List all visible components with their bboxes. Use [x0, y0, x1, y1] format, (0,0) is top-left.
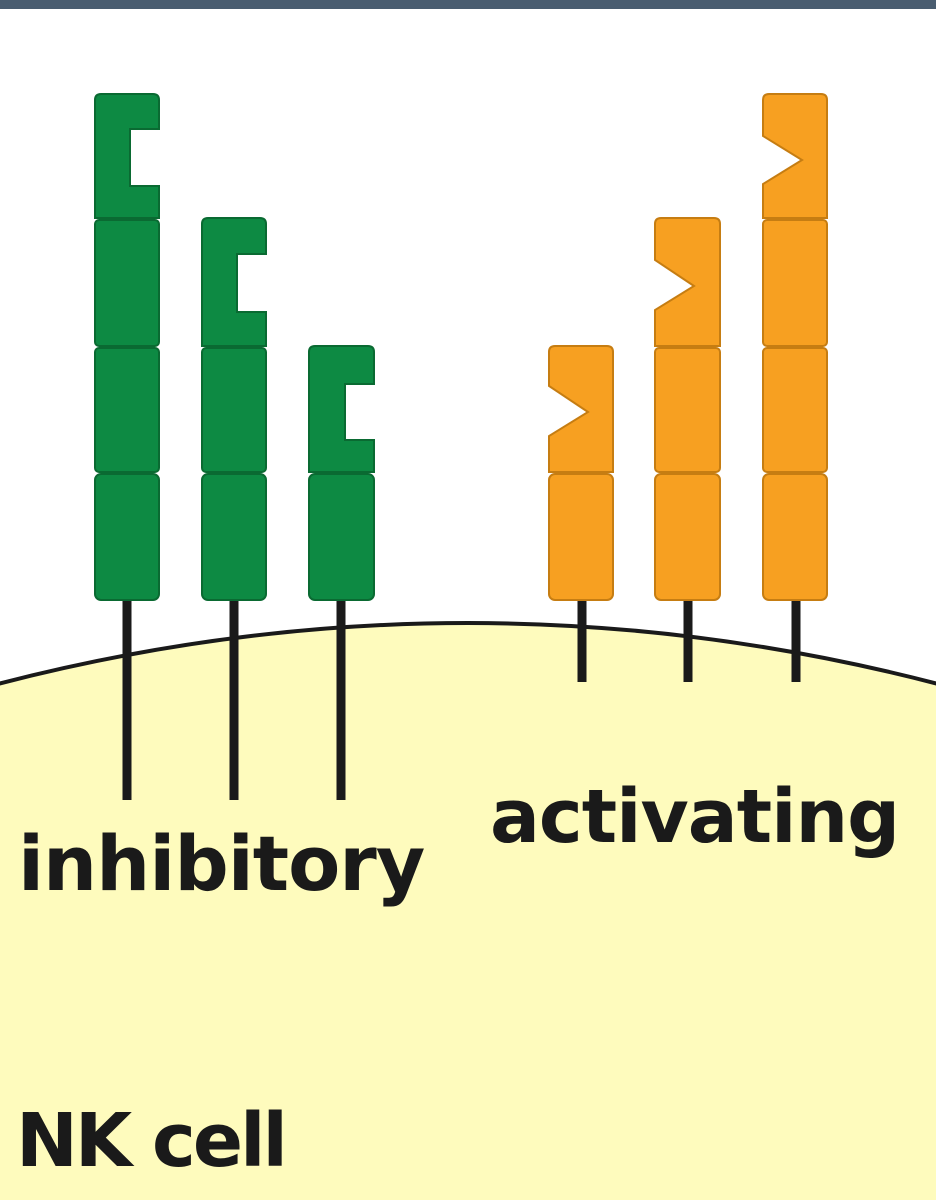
- nk-cell-label: NK cell: [16, 1098, 288, 1184]
- v-notch-icon: [548, 345, 614, 473]
- receptor-domain: [548, 473, 614, 601]
- activating-receptors: [548, 93, 828, 682]
- inhibitory-label: inhibitory: [18, 819, 425, 908]
- receptor-domain: [762, 219, 828, 347]
- receptor-domain: [201, 473, 267, 601]
- receptor-domain: [94, 347, 160, 473]
- inhibitory-receptor-3: [308, 345, 375, 601]
- v-notch-icon: [654, 217, 721, 347]
- receptor-domain: [94, 219, 160, 347]
- activating-receptor-1: [548, 345, 614, 601]
- inhibitory-receptor-2: [201, 217, 267, 601]
- top-bar: [0, 0, 936, 9]
- activating-receptor-2: [654, 217, 721, 601]
- activating-receptor-3: [762, 93, 828, 601]
- v-notch-icon: [762, 93, 828, 219]
- c-notch-icon: [94, 93, 160, 219]
- activating-label: activating: [490, 774, 900, 860]
- receptor-domain: [308, 473, 375, 601]
- inhibitory-receptor-1: [94, 93, 160, 601]
- c-notch-icon: [308, 345, 375, 473]
- receptor-domain: [654, 473, 721, 601]
- receptor-domain: [654, 347, 721, 473]
- receptor-domain: [762, 347, 828, 473]
- inhibitory-receptors: [94, 93, 375, 800]
- c-notch-icon: [201, 217, 267, 347]
- receptor-domain: [201, 347, 267, 473]
- receptor-domain: [94, 473, 160, 601]
- receptor-domain: [762, 473, 828, 601]
